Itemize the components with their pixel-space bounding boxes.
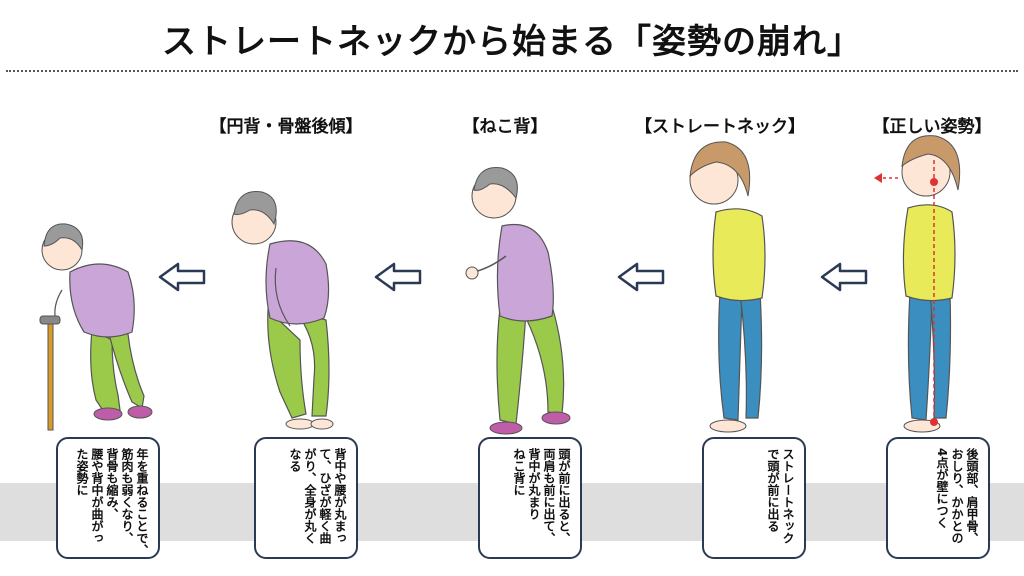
callout-cat-back: 頭が前に出ると、 両肩も前に出て、 背中が丸まり ねこ背に <box>478 437 582 559</box>
heading-cat-back: 【ねこ背】 <box>462 117 548 137</box>
title-divider <box>6 70 1018 72</box>
arrow-4 <box>820 262 868 292</box>
callout-rounded-back: 年を重ねることで、 筋肉も弱くなり、 背骨も縮み、 腰や背中が曲がっ た姿勢に <box>56 437 160 559</box>
arrow-1 <box>158 262 206 292</box>
heading-rounded-back: 【円背・骨盤後傾】 <box>209 117 363 137</box>
arrow-2 <box>374 262 422 292</box>
callout-straight-neck: ストレートネック で頭が前に出る <box>702 437 806 559</box>
heading-correct-posture: 【正しい姿勢】 <box>872 117 992 137</box>
figure-elderly-with-cane <box>39 223 153 431</box>
figure-rounded-back <box>231 190 334 430</box>
caption-rounded-back: 年を重ねることで、 筋肉も弱くなり、 背骨も縮み、 腰や背中が曲がっ た姿勢に <box>75 448 149 556</box>
caption-straight-neck: ストレートネック で頭が前に出る <box>766 448 795 544</box>
figure-cat-back <box>465 166 571 435</box>
arrow-3 <box>617 262 665 292</box>
figure-correct-posture <box>874 135 961 433</box>
caption-correct-posture: 後頭部、肩甲骨、 おしり、かかとの 4点が壁につく <box>935 448 979 544</box>
page-title: ストレートネックから始まる「姿勢の崩れ」 <box>162 22 862 62</box>
caption-bent-posture: 背中や腰が丸まっ て、ひざが軽く曲 がり、全身が丸く なる <box>288 448 347 544</box>
heading-straight-neck: 【ストレートネック】 <box>635 117 805 137</box>
figure-straight-neck <box>689 141 766 433</box>
callout-correct-posture: 後頭部、肩甲骨、 おしり、かかとの 4点が壁につく <box>886 437 990 559</box>
caption-cat-back: 頭が前に出ると、 両肩も前に出て、 背中が丸まり ねこ背に <box>512 448 571 544</box>
callout-bent-posture: 背中や腰が丸まっ て、ひざが軽く曲 がり、全身が丸く なる <box>254 437 358 559</box>
